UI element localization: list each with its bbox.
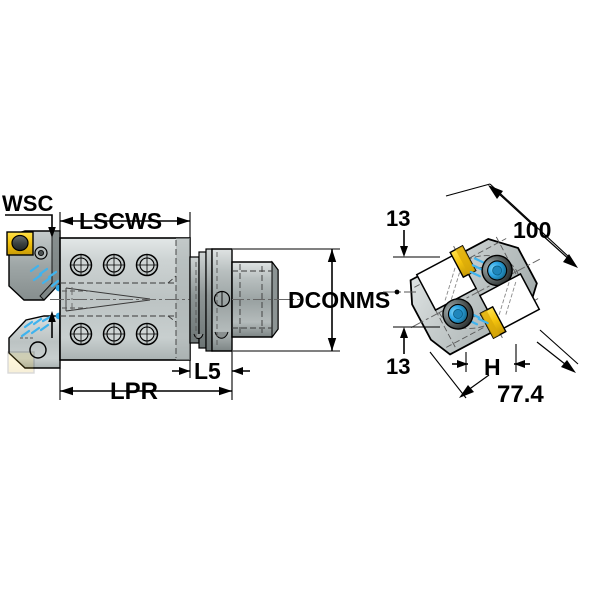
drive-slot-b	[214, 331, 229, 339]
front-centre-dot	[394, 289, 400, 295]
front-lower-insert-shade	[480, 310, 500, 339]
dim-13-top	[393, 230, 440, 258]
dim-100	[445, 183, 578, 268]
dim-100-label: 100	[513, 217, 551, 243]
dim-77-arrow-left	[459, 385, 474, 398]
dim-lpr	[59, 368, 233, 400]
dim-77-4-label: 77.4	[497, 381, 544, 408]
coupling-collar	[189, 248, 233, 352]
coolant-hole	[69, 253, 93, 277]
dim-l5-arrow-left	[179, 367, 190, 375]
dim-wsc	[5, 214, 56, 238]
dim-lpr-label: LPR	[110, 378, 158, 405]
lower-clamp-screw	[29, 341, 47, 359]
dim-dconms-arrow-bottom	[327, 338, 337, 351]
dim-100-ext-a	[489, 183, 571, 259]
dim-l5	[172, 351, 250, 378]
dim-lscws-arrow-left	[60, 216, 73, 226]
dim-100-helper	[445, 183, 491, 197]
coolant-hole	[102, 322, 126, 346]
coolant-hole	[135, 322, 159, 346]
side-view-group: WSC LSCWS DCON	[2, 191, 390, 405]
dim-lpr-arrow-right	[219, 386, 232, 396]
dim-100-leader-right	[497, 192, 536, 228]
upper-insert-seat	[11, 234, 29, 252]
collar-ring-1	[189, 256, 200, 344]
dim-wsc-arrow	[48, 227, 56, 238]
lower-insert-hidden	[7, 351, 35, 374]
dim-77-ext-b	[539, 329, 579, 365]
front-upper-insert	[449, 244, 477, 279]
dim-lscws-arrow-right	[177, 216, 190, 226]
front-centre-mark	[383, 289, 418, 295]
coolant-hole	[69, 322, 93, 346]
dim-13-bottom-label: 13	[386, 354, 410, 379]
coolant-holes-bottom	[69, 322, 159, 346]
front-upper-insert-shade	[455, 245, 476, 275]
front-body-rotated	[409, 236, 541, 356]
dim-lpr-arrow-left	[60, 386, 73, 396]
dim-100-arrow-right	[563, 254, 578, 268]
lower-coolant-jets	[20, 315, 52, 338]
body-bore-cone	[65, 287, 151, 312]
dim-wsc-lower	[48, 311, 56, 338]
upper-coolant-jets	[29, 264, 60, 288]
dim-h-arrow-right	[514, 360, 525, 368]
dim-dconms-label: DCONMS	[288, 287, 390, 313]
dim-l5-label: L5	[194, 358, 221, 384]
dim-l5-arrow-right	[232, 367, 243, 375]
main-body	[50, 237, 300, 361]
lower-cutting-unit	[7, 312, 63, 374]
dim-13-bottom-arrow	[400, 327, 408, 338]
dim-13-top-label: 13	[386, 206, 410, 231]
upper-clamp-screw-socket	[38, 249, 45, 256]
body-dashed-bore	[62, 290, 90, 309]
dim-13-bottom	[393, 326, 440, 354]
collar-ring-2	[198, 251, 207, 349]
collar-ring-3	[205, 248, 213, 352]
dim-77-arrow-right	[561, 360, 576, 373]
front-view-group: 13 13 100	[383, 183, 579, 408]
coolant-holes-top	[69, 253, 159, 277]
upper-cutting-unit	[6, 230, 63, 301]
dim-dconms	[233, 248, 340, 352]
dim-lscws-label: LSCWS	[79, 208, 162, 234]
dim-h-arrow-left	[457, 360, 468, 368]
dim-lscws	[59, 212, 191, 238]
front-lower-screw	[442, 298, 474, 330]
dim-wsc-leader	[5, 214, 53, 228]
front-lower-insert	[479, 305, 507, 340]
shank-hidden-lines	[232, 264, 272, 335]
dim-h	[452, 344, 530, 372]
dim-100-arrow-left	[488, 185, 503, 199]
dim-wsc-lower-arrow	[48, 311, 56, 322]
collar-hidden	[195, 252, 218, 348]
hsk-taper-shank	[231, 260, 280, 339]
front-upper-jets	[469, 257, 486, 278]
dim-13-top-arrow	[400, 246, 408, 257]
dim-77-4	[429, 329, 579, 399]
dim-h-label: H	[484, 354, 501, 380]
front-centre-line-h	[410, 258, 541, 329]
front-upper-screw	[481, 254, 513, 287]
coolant-hole	[135, 253, 159, 277]
dim-wsc-label: WSC	[2, 191, 53, 216]
dim-77-ext-a	[429, 351, 467, 399]
dim-dconms-arrow-top	[327, 249, 337, 262]
coolant-hole	[102, 253, 126, 277]
